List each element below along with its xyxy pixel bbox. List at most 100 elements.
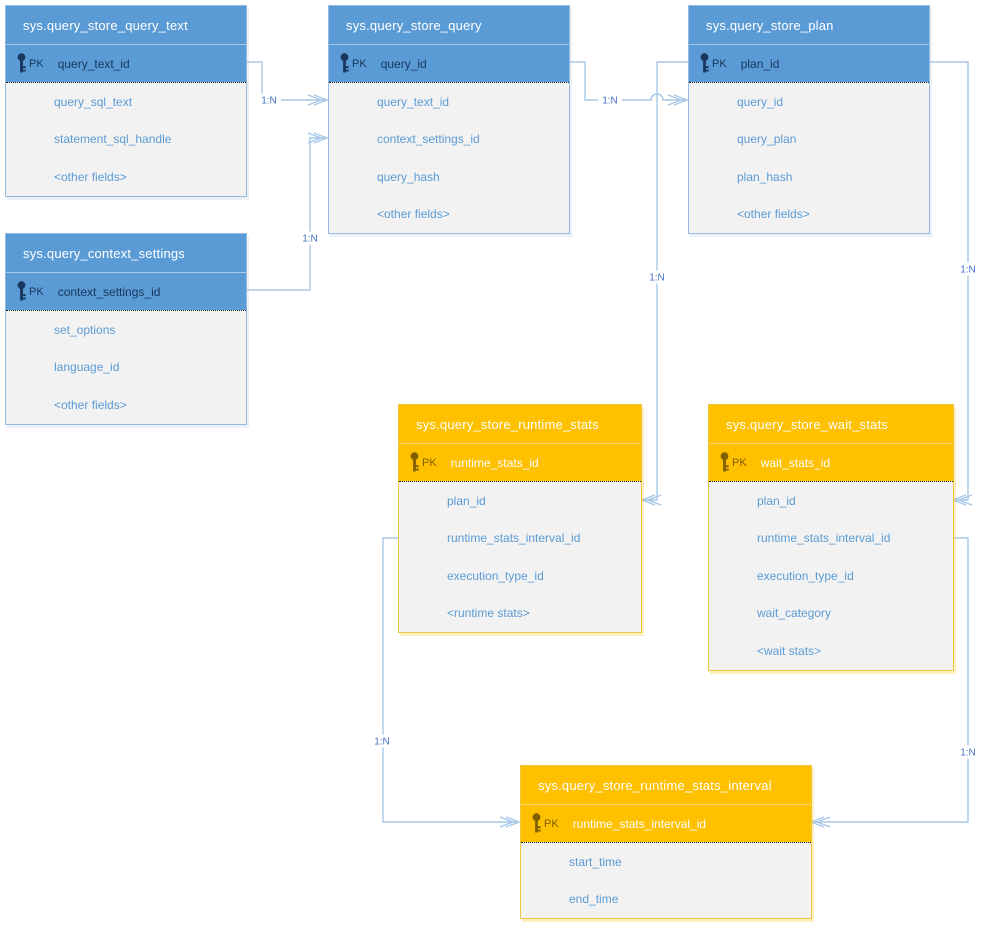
field-row: set_options (6, 311, 246, 349)
primary-key-icon (338, 53, 351, 74)
primary-key-icon (698, 53, 711, 74)
connector-waitstats-to-interval: 1:N (809, 537, 980, 828)
table-sys-query-store-wait-stats: sys.query_store_wait_stats PK wait_stats… (708, 404, 954, 671)
field-name: <runtime stats> (447, 606, 530, 621)
many-arrowhead-icon (640, 494, 662, 506)
primary-key-icon (15, 281, 28, 302)
many-arrowhead-icon (667, 94, 689, 106)
field-name: <other fields> (377, 207, 450, 222)
field-row: <other fields> (6, 158, 246, 196)
field-row: runtime_stats_interval_id (399, 520, 641, 558)
table-sys-query-store-runtime-stats-interval: sys.query_store_runtime_stats_interval P… (520, 765, 812, 919)
table-title: sys.query_store_runtime_stats (399, 405, 641, 443)
pk-label: PK (544, 817, 559, 830)
pk-field-name: query_text_id (57, 56, 130, 71)
pk-label: PK (29, 57, 44, 70)
table-sys-query-store-runtime-stats: sys.query_store_runtime_stats PK runtime… (398, 404, 642, 633)
pk-field-name: context_settings_id (57, 284, 161, 299)
field-row: context_settings_id (329, 121, 569, 159)
table-sys-query-store-query: sys.query_store_query PK query_id query_… (328, 5, 570, 234)
pk-row: PK runtime_stats_id (399, 443, 641, 481)
field-row: execution_type_id (709, 557, 953, 595)
pk-row: PK plan_id (689, 44, 929, 82)
field-name: query_id (737, 94, 784, 109)
connector-plan-to-waitstats: 1:N (928, 61, 980, 506)
pk-field-name: plan_id (740, 56, 780, 71)
field-row: plan_id (709, 482, 953, 520)
field-row: language_id (6, 349, 246, 387)
connector-query-to-plan: 1:N (568, 61, 689, 107)
many-arrowhead-icon (307, 132, 329, 144)
connector-runtimestats-to-interval: 1:N (370, 537, 521, 828)
many-arrowhead-icon (499, 816, 521, 828)
table-title: sys.query_store_query (329, 6, 569, 44)
table-sys-query-store-plan: sys.query_store_plan PK plan_id query_id… (688, 5, 930, 234)
table-title: sys.query_store_plan (689, 6, 929, 44)
field-name: start_time (569, 854, 622, 869)
field-row: <other fields> (329, 196, 569, 234)
table-title: sys.query_store_query_text (6, 6, 246, 44)
pk-label: PK (732, 456, 747, 469)
pk-field-name: runtime_stats_id (450, 455, 539, 470)
field-name: query_sql_text (54, 94, 133, 109)
field-row: wait_category (709, 595, 953, 633)
pk-row: PK query_id (329, 44, 569, 82)
field-name: end_time (569, 892, 619, 907)
field-name: wait_category (757, 606, 832, 621)
pk-label: PK (29, 285, 44, 298)
field-row: execution_type_id (399, 557, 641, 595)
cardinality-label: 1:N (302, 234, 318, 245)
cardinality-label: 1:N (261, 96, 277, 107)
field-name: execution_type_id (447, 568, 544, 583)
pk-field-name: wait_stats_id (760, 455, 831, 470)
field-name: execution_type_id (757, 568, 854, 583)
field-name: query_hash (377, 169, 440, 184)
field-name: plan_hash (737, 169, 793, 184)
field-row: <wait stats> (709, 632, 953, 670)
many-arrowhead-icon (307, 94, 329, 106)
field-name: statement_sql_handle (54, 132, 172, 147)
field-row: <other fields> (6, 386, 246, 424)
primary-key-icon (15, 53, 28, 74)
connector-querytext-to-query: 1:N (245, 61, 329, 107)
field-row: query_id (689, 83, 929, 121)
pk-field-name: runtime_stats_interval_id (572, 816, 707, 831)
field-row: query_hash (329, 158, 569, 196)
connector-contextsettings-to-query: 1:N (245, 132, 329, 291)
pk-row: PK runtime_stats_interval_id (521, 804, 811, 842)
field-name: query_text_id (377, 94, 450, 109)
pk-field-name: query_id (380, 56, 427, 71)
field-row: start_time (521, 843, 811, 881)
table-title: sys.query_store_runtime_stats_interval (521, 766, 811, 804)
pk-row: PK context_settings_id (6, 272, 246, 310)
pk-label: PK (352, 57, 367, 70)
field-name: <other fields> (737, 207, 810, 222)
field-name: plan_id (447, 493, 486, 508)
field-name: <other fields> (54, 169, 127, 184)
table-title: sys.query_context_settings (6, 234, 246, 272)
field-row: plan_id (399, 482, 641, 520)
cardinality-label: 1:N (960, 748, 976, 759)
connector-plan-to-runtimestats: 1:N (640, 61, 688, 506)
pk-label: PK (712, 57, 727, 70)
primary-key-icon (718, 452, 731, 473)
field-row: query_sql_text (6, 83, 246, 121)
field-name: <wait stats> (757, 643, 822, 658)
field-name: plan_id (757, 493, 796, 508)
table-title: sys.query_store_wait_stats (709, 405, 953, 443)
field-row: statement_sql_handle (6, 121, 246, 159)
pk-label: PK (422, 456, 437, 469)
field-row: <runtime stats> (399, 595, 641, 633)
field-row: query_plan (689, 121, 929, 159)
cardinality-label: 1:N (602, 96, 618, 107)
table-sys-query-context-settings: sys.query_context_settings PK context_se… (5, 233, 247, 425)
cardinality-label: 1:N (960, 265, 976, 276)
field-name: query_plan (737, 132, 797, 147)
field-name: set_options (54, 322, 116, 337)
table-sys-query-store-query-text: sys.query_store_query_text PK query_text… (5, 5, 247, 197)
cardinality-label: 1:N (649, 273, 665, 284)
field-row: query_text_id (329, 83, 569, 121)
cardinality-label: 1:N (374, 737, 390, 748)
